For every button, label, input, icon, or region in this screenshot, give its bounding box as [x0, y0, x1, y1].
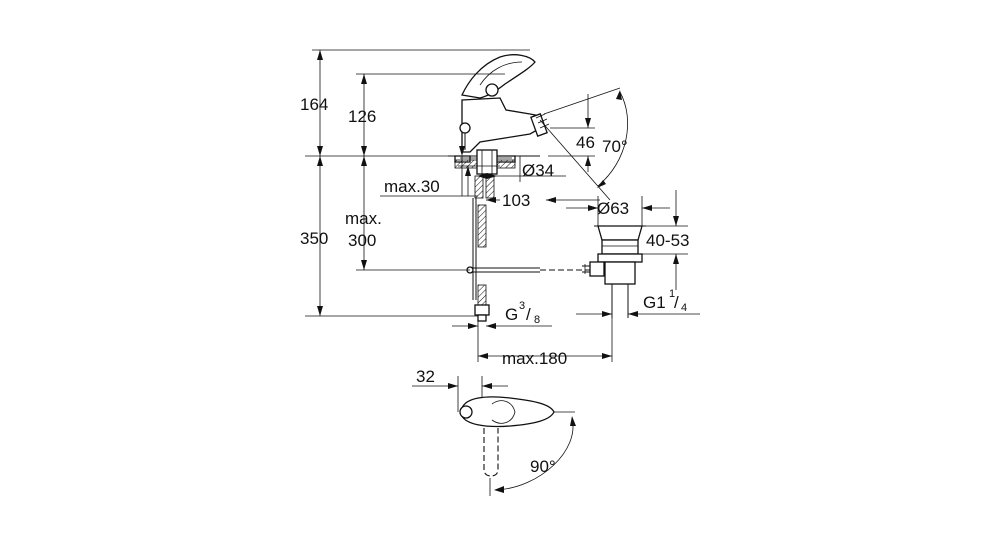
label-max-30: max.30 — [384, 177, 440, 196]
label-164: 164 — [300, 95, 328, 114]
svg-text:4: 4 — [681, 302, 687, 314]
label-300: 300 — [348, 231, 376, 250]
svg-text:G: G — [505, 305, 518, 324]
svg-text:/: / — [674, 293, 679, 312]
label-g-3-8: G 3 / 8 — [505, 300, 540, 326]
svg-text:/: / — [526, 305, 531, 324]
label-46: 46 — [576, 133, 595, 152]
label-103: 103 — [502, 191, 530, 210]
label-g1-1-4: G1 1 / 4 — [643, 288, 687, 314]
label-350: 350 — [300, 229, 328, 248]
label-90-degrees: 90° — [530, 457, 556, 476]
waste-assembly — [582, 225, 646, 318]
label-40-53: 40-53 — [646, 231, 689, 250]
svg-text:3: 3 — [519, 300, 525, 312]
svg-text:8: 8 — [534, 314, 540, 326]
label-max: max. — [345, 209, 382, 228]
label-diameter-63: Ø63 — [597, 199, 629, 218]
svg-text:G1: G1 — [643, 293, 666, 312]
label-max-180: max.180 — [502, 349, 567, 368]
dimension-lines — [305, 49, 700, 362]
svg-text:1: 1 — [669, 288, 675, 300]
dimension-labels: 164 126 46 70° Ø34 max.30 103 350 max. 3… — [300, 95, 689, 476]
label-126: 126 — [348, 107, 376, 126]
mixer-top-view — [412, 376, 576, 496]
label-diameter-34: Ø34 — [522, 161, 554, 180]
label-70-degrees: 70° — [602, 137, 628, 156]
mixer-side-view — [448, 54, 590, 322]
label-32: 32 — [416, 367, 435, 386]
